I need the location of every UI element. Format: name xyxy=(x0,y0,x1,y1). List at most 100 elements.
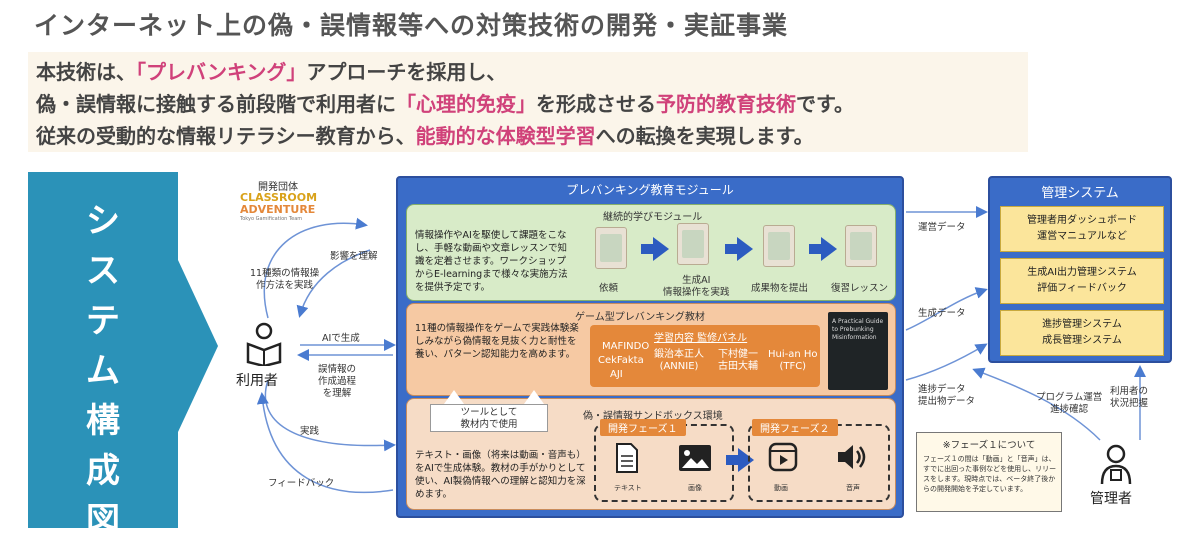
arrow-gen-data xyxy=(905,287,988,331)
logo-line-2: ADVENTURE xyxy=(240,203,316,216)
step-label: 成果物を提出 xyxy=(751,283,809,294)
intro-text: への転換を実現します。 xyxy=(595,124,814,148)
book-title: A Practical Guide to Prebunking Misinfor… xyxy=(832,318,884,341)
label-ops-data: 運営データ xyxy=(918,222,966,233)
label-process: 誤情報の 作成過程 を理解 xyxy=(318,364,357,399)
label-status: 利用者の 状況把握 xyxy=(1110,386,1149,409)
guidebook-cover: A Practical Guide to Prebunking Misinfor… xyxy=(828,312,888,390)
label-progress-data: 進捗データ 提出物データ xyxy=(918,384,976,407)
step-label: 生成AI 情報操作を実践 xyxy=(663,275,730,298)
continuous-text: 情報操作やAIを駆使して課題をこなし、手軽な動画や文章レッスンで知識を定着させま… xyxy=(415,230,568,293)
continuous-learning-module: 継続的学びモジュール 情報操作やAIを駆使して課題をこなし、手軽な動画や文章レッ… xyxy=(406,204,896,301)
supervision-panel: 学習内容 監修パネル MAFINDO CekFakta AJI 鍛治本正人 (A… xyxy=(590,325,820,387)
label-gen-data: 生成データ xyxy=(918,308,966,319)
intro-block: 本技術は、「プレバンキング」アプローチを採用し、 偽・誤情報に接触する前段階で利… xyxy=(28,52,1028,152)
panel-person: Hui-an Ho (TFC) xyxy=(768,349,818,372)
developer-logo: CLASSROOM ADVENTURE Tokyo Gamification T… xyxy=(240,191,320,223)
phase-1-item: テキスト xyxy=(614,484,642,492)
intro-highlight: 「心理的免疫」 xyxy=(396,92,536,116)
video-icon xyxy=(768,442,798,472)
step-thumbnail xyxy=(763,225,795,267)
callout-text: ツールとして 教材内で使用 xyxy=(460,407,518,430)
step-label: 復習レッスン xyxy=(831,283,889,294)
label-influence: 影響を理解 xyxy=(330,251,378,262)
label-practice: 実践 xyxy=(300,426,320,437)
phase-2-label: 開発フェーズ２ xyxy=(752,419,838,436)
banner-char: ス xyxy=(86,251,120,291)
arrow-progress-data xyxy=(905,343,988,381)
panel-person: 鍛治本正人 (ANNIE) xyxy=(654,349,704,372)
phase-arrow-icon xyxy=(726,448,754,472)
sandbox-title: 偽・誤情報サンドボックス環境 xyxy=(583,411,723,422)
reader-icon xyxy=(246,322,282,366)
intro-text: 偽・誤情報に接触する前段階で利用者に xyxy=(36,92,396,116)
intro-text: 本技術は、 xyxy=(36,60,136,84)
intro-line-2: 偽・誤情報に接触する前段階で利用者に「心理的免疫」を形成させる予防的教育技術です… xyxy=(36,88,854,117)
developer-label: 開発団体 xyxy=(258,182,298,193)
intro-highlight: 「プレバンキング」 xyxy=(136,60,307,84)
arrow-influence xyxy=(296,249,371,318)
management-system: 管理システム 管理者用ダッシュボード 運営マニュアルなど 生成AI出力管理システ… xyxy=(988,176,1172,363)
arrow-methods xyxy=(263,217,368,319)
label-feedback: フィードバック xyxy=(268,478,335,489)
panel-org: AJI xyxy=(610,369,623,380)
note-title: ※フェーズ１について xyxy=(942,440,1036,451)
note-body: フェーズ１の間は「動画」と「音声」は、すでに出回った事例などを使用し、リリースを… xyxy=(923,455,1057,493)
arrow-feedback xyxy=(256,392,394,494)
banner-char: 構 xyxy=(86,401,120,441)
phase-2-item: 動画 xyxy=(774,484,788,492)
game-title: ゲーム型プレバンキング教材 xyxy=(575,312,705,323)
page-title: インターネット上の偽・誤情報等への対策技術の開発・実証事業 xyxy=(34,11,789,40)
banner-char: ム xyxy=(86,351,120,391)
banner-arrow-icon xyxy=(178,260,218,432)
phase-1-label: 開発フェーズ１ xyxy=(600,419,686,436)
document-icon xyxy=(616,443,638,473)
intro-highlight: 予防的教育技術 xyxy=(656,92,796,116)
up-arrow-icon xyxy=(444,390,464,404)
step-arrow-icon xyxy=(809,237,837,261)
game-text: 11種の情報操作をゲームで実践体験楽しみながら偽情報を見抜く力と耐性を養い、パタ… xyxy=(415,323,579,360)
intro-text: 従来の受動的な情報リテラシー教育から、 xyxy=(36,124,416,148)
banner-char: シ xyxy=(86,201,120,241)
step-label: 依頼 xyxy=(599,283,619,294)
phase-2-item: 音声 xyxy=(846,484,860,492)
intro-line-1: 本技術は、「プレバンキング」アプローチを採用し、 xyxy=(36,56,506,85)
mgmt-title: 管理システム xyxy=(1041,186,1119,201)
mgmt-item-dashboard: 管理者用ダッシュボード 運営マニュアルなど xyxy=(1000,206,1164,252)
mgmt-item-progress: 進捗管理システム 成長管理システム xyxy=(1000,310,1164,356)
mgmt-item-ai-output: 生成AI出力管理システム 評価フィードバック xyxy=(1000,258,1164,304)
logo-line-1: CLASSROOM xyxy=(240,191,318,204)
step-arrow-icon xyxy=(641,237,669,261)
user-label: 利用者 xyxy=(236,373,278,389)
banner-char: テ xyxy=(86,301,120,341)
panel-org: CekFakta xyxy=(598,355,644,366)
up-arrow-icon xyxy=(524,390,544,404)
arrow-program xyxy=(972,367,1101,441)
panel-person: 下村健一 古田大輔 xyxy=(718,349,758,372)
continuous-title: 継続的学びモジュール xyxy=(603,212,703,223)
intro-text: アプローチを採用し、 xyxy=(306,60,507,84)
panel-org: MAFINDO xyxy=(602,341,650,352)
phase-1-note: ※フェーズ１について フェーズ１の間は「動画」と「音声」は、すでに出回った事例な… xyxy=(916,432,1062,512)
image-icon xyxy=(679,445,711,471)
banner-char: 図 xyxy=(86,501,120,537)
logo-sub: Tokyo Gamification Team xyxy=(240,216,303,222)
intro-line-3: 従来の受動的な情報リテラシー教育から、能動的な体験型学習への転換を実現します。 xyxy=(36,120,814,149)
step-thumbnail xyxy=(845,225,877,267)
system-diagram-banner: システム構成図 xyxy=(28,172,178,537)
module-title: プレバンキング教育モジュール xyxy=(566,183,734,197)
panel-title: 学習内容 監修パネル xyxy=(654,333,748,344)
speaker-icon xyxy=(838,445,866,469)
label-ai-generate: AIで生成 xyxy=(322,333,360,344)
step-thumbnail xyxy=(677,223,709,265)
banner-char: 成 xyxy=(86,451,120,491)
phase-1-item: 画像 xyxy=(688,484,702,492)
label-program: プログラム運営 進捗確認 xyxy=(1036,392,1103,415)
admin-label: 管理者 xyxy=(1090,491,1132,507)
admin-icon xyxy=(1100,444,1132,485)
intro-text: を形成させる xyxy=(536,92,656,116)
banner-vertical-text: システム構成図 xyxy=(28,196,178,537)
label-methods: 11種類の情報操 作方法を実践 xyxy=(250,268,320,291)
intro-text: です。 xyxy=(796,92,854,116)
